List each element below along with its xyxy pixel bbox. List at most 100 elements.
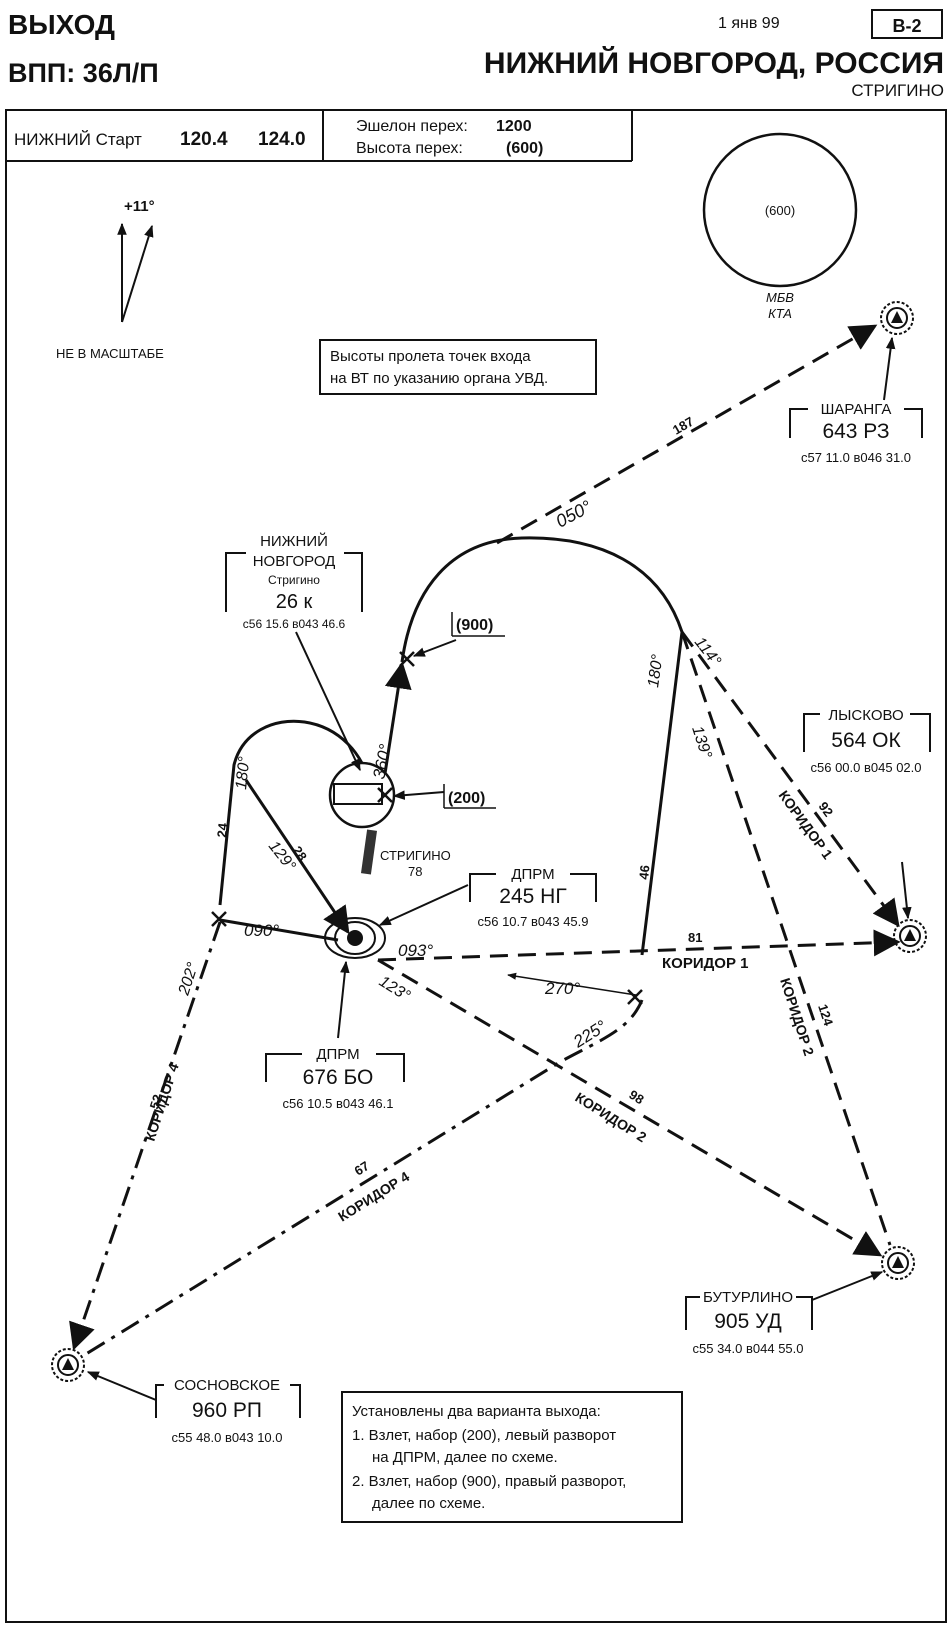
chart-title: ВЫХОД	[8, 9, 115, 40]
airport-name: СТРИГИНО	[851, 81, 944, 100]
departure-note-line-4: 2. Взлет, набор (900), правый разворот,	[352, 1473, 626, 1490]
navaid-leaders	[86, 336, 912, 1401]
frequency-2: 124.0	[258, 129, 306, 150]
route-corridor-4-loop	[85, 999, 644, 1356]
dprm-ring-mid	[334, 921, 376, 955]
bearing-050: 050°	[552, 496, 594, 531]
entry-note-line-2: на ВТ по указанию органа УВД.	[330, 370, 548, 387]
ndb-buturlino-outer	[881, 1246, 915, 1280]
transition-altitude-value: (600)	[506, 140, 543, 157]
entry-note-line-1: Высоты пролета точек входа	[330, 348, 531, 365]
distance-92: 92	[816, 799, 837, 820]
page-code-box	[871, 9, 943, 39]
dprm-center-navaid	[324, 884, 469, 1039]
dprm-bo-coords: с56 10.5 в043 46.1	[283, 1096, 394, 1111]
lyskovo-name: ЛЫСКОВО	[828, 707, 903, 724]
ndb-lyskovo-outer	[893, 919, 927, 953]
transition-altitude-label: Высота перех:	[356, 140, 463, 157]
distance-52: 52	[147, 1093, 166, 1111]
ndb-buturlino-triangle	[892, 1256, 904, 1268]
sharanga-name: ШАРАНГА	[821, 401, 892, 418]
bearing-139: 139°	[688, 724, 715, 761]
info-sosnovskoe: СОСНОВСКОЕ 960 РП с55 48.0 в043 10.0	[155, 1377, 301, 1445]
msa-caption-2: КТА	[768, 306, 792, 321]
not-to-scale-note: НЕ В МАСШТАБЕ	[56, 346, 164, 361]
nizhny-name-2: НОВГОРОД	[253, 553, 336, 570]
dprm-core	[347, 930, 363, 946]
magnetic-variation: +11° НЕ В МАСШТАБЕ	[56, 198, 164, 361]
nizhny-leader	[295, 631, 361, 772]
info-dprm-ng: ДПРМ 245 НГ с56 10.7 в043 45.9	[469, 866, 597, 929]
ndb-sosnovskoe-outer	[51, 1348, 85, 1382]
dprm-ng-leader	[378, 884, 469, 926]
bearing-labels: 050° 114° 180° 139° 360° 180° 129° 090° …	[175, 496, 724, 1052]
bearing-360: 360°	[369, 742, 395, 781]
route-090-inbound	[219, 918, 339, 942]
departure-options-note: Установлены два варианта выхода: 1. Взле…	[341, 1391, 683, 1523]
departure-note-line-1: Установлены два варианта выхода:	[352, 1403, 601, 1420]
sosnovskoe-ident: 960 РП	[192, 1399, 262, 1422]
info-dprm-ng-bracket	[469, 873, 597, 902]
entry-altitude-note: Высоты пролета точек входа на ВТ по указ…	[319, 339, 597, 395]
info-buturlino-bracket	[685, 1296, 813, 1330]
corridor-1-lower: КОРИДОР 1	[662, 955, 748, 972]
frequency-1: 120.4	[180, 129, 228, 150]
altitude-200: (200)	[448, 790, 485, 807]
lyskovo-leader	[901, 861, 912, 920]
altitude-labels: (900) (200)	[392, 612, 505, 809]
msa-circle: (600) МБВ КТА	[702, 132, 858, 321]
dprm-bo-name: ДПРМ	[316, 1046, 359, 1063]
info-dprm-bo-bracket	[265, 1053, 405, 1082]
ndb-buturlino-inner	[887, 1252, 909, 1274]
info-nizhny-bracket	[225, 552, 363, 612]
chart-frame	[5, 109, 947, 1623]
sosnovskoe-coords: с55 48.0 в043 10.0	[172, 1430, 283, 1445]
departure-note-line-5: далее по схеме.	[372, 1495, 485, 1512]
ndb-sharanga-outer	[880, 301, 914, 335]
info-sosnovskoe-bracket	[155, 1384, 301, 1418]
distance-46: 46	[636, 864, 652, 880]
sharanga-ident: 643 РЗ	[822, 420, 889, 443]
departure-note-box	[341, 1391, 683, 1523]
nizhny-ident: 26 к	[276, 591, 313, 613]
dprm-bo-leader	[337, 960, 350, 1039]
frequency-box: НИЖНИЙ Старт 120.4 124.0	[14, 129, 306, 150]
departure-note-line-3: на ДПРМ, далее по схеме.	[372, 1449, 558, 1466]
distance-187: 187	[670, 414, 696, 438]
buturlino-leader	[811, 1271, 884, 1301]
route-360-climb	[382, 661, 412, 781]
bearing-180a: 180°	[645, 653, 667, 689]
ndb-sosnovskoe-inner	[57, 1354, 79, 1376]
bearing-270: 270°	[544, 979, 580, 998]
navaid-symbol-lyskovo	[893, 919, 927, 953]
route-corridor-1	[377, 929, 901, 962]
buturlino-ident: 905 УД	[714, 1310, 782, 1333]
bearing-093: 093°	[398, 941, 433, 960]
airport-diagram: СТРИГИНО 78	[295, 631, 451, 879]
alt-900-leader	[412, 639, 457, 657]
buturlino-coords: с55 34.0 в044 55.0	[693, 1341, 804, 1356]
info-sharanga-bracket	[789, 408, 923, 438]
route-to-lyskovo	[680, 631, 900, 928]
dprm-ng-ident: 245 НГ	[499, 885, 566, 908]
nizhny-coords: с56 15.6 в043 46.6	[243, 617, 346, 631]
dprm-ng-name: ДПРМ	[511, 866, 554, 883]
route-lines	[69, 324, 901, 1356]
ndb-lyskovo-triangle	[904, 929, 916, 941]
navaid-symbol-sosnovskoe	[51, 1348, 85, 1382]
route-270-segment	[507, 972, 637, 996]
route-to-buturlino	[680, 631, 892, 1246]
bearing-202: 202°	[175, 960, 202, 998]
distance-67: 67	[352, 1158, 372, 1178]
distance-28: 28	[290, 843, 311, 863]
sharanga-leader	[883, 336, 896, 401]
dprm-ng-coords: с56 10.7 в043 45.9	[478, 914, 589, 929]
route-corridor-4-left	[69, 921, 222, 1351]
airport-label-elevation: 78	[408, 864, 422, 879]
altitude-900: (900)	[456, 617, 493, 634]
navaid-symbol-buturlino	[881, 1246, 915, 1280]
distance-24: 24	[214, 822, 231, 839]
transition-level-label: Эшелон перех:	[356, 118, 468, 135]
fix-200	[377, 787, 393, 803]
transition-level-value: 1200	[496, 118, 532, 135]
